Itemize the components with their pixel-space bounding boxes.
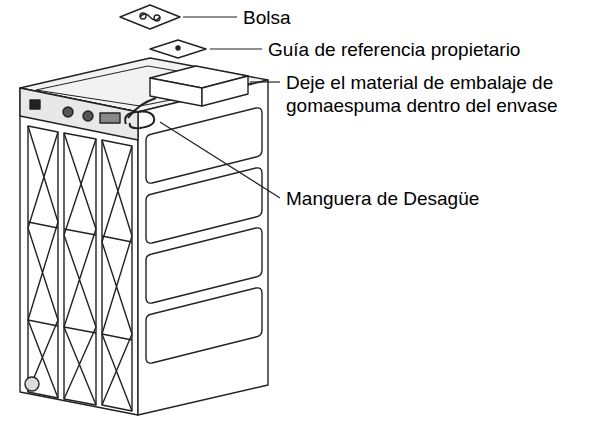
washer-box — [20, 58, 268, 415]
foam-block — [150, 66, 248, 106]
bag-icon — [120, 5, 180, 29]
leader-lines — [160, 17, 280, 198]
part-label: Bolsa — [243, 6, 291, 29]
part-label: Manguera de Desagüe — [286, 187, 479, 210]
part-label: Deje el material de embalaje de gomaespu… — [286, 71, 586, 117]
guide-sheet — [150, 40, 206, 58]
part-label: Guía de referencia propietario — [268, 38, 520, 61]
drain-hose — [125, 98, 156, 128]
